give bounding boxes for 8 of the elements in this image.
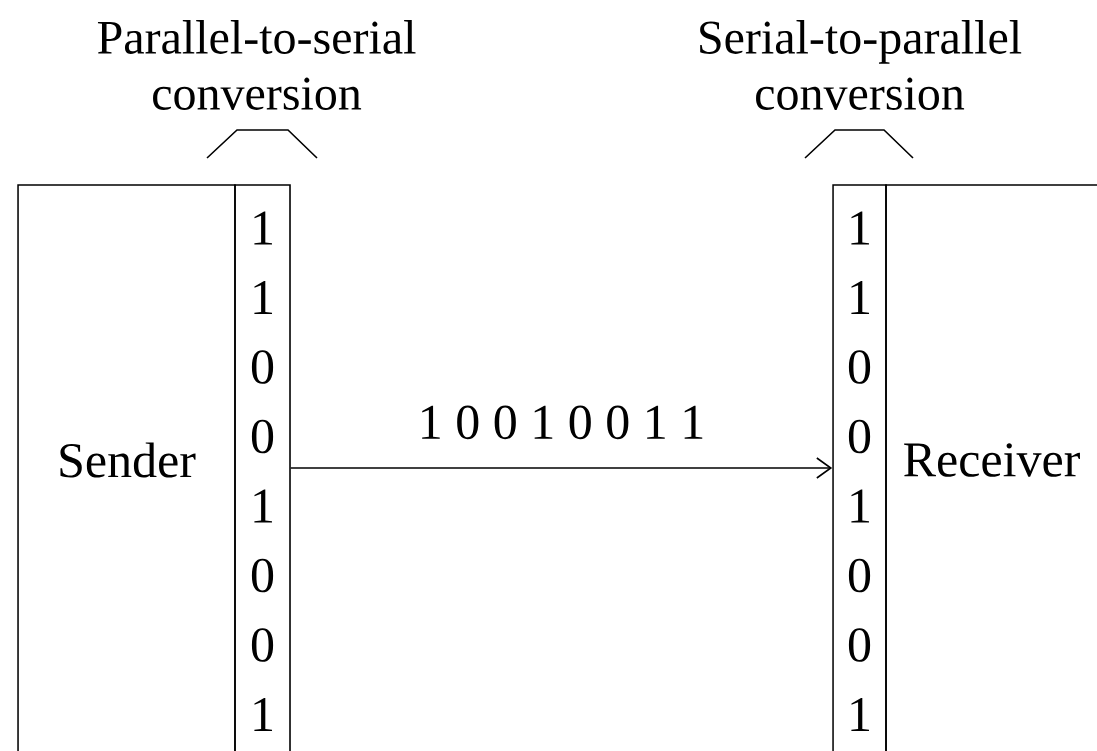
- node-label: Serial-to-parallel conversion: [700, 20, 1022, 110]
- register-column: 1 1 0 0 1 0 0 1: [234, 184, 291, 751]
- arrow: [290, 457, 833, 479]
- register-column: 1 1 0 0 1 0 0 1: [832, 184, 887, 751]
- device-box: Receiver: [885, 184, 1097, 751]
- edge-label: 1 0 0 1 0 0 1 1: [422, 405, 703, 440]
- node-label: Parallel-to-serial conversion: [97, 20, 416, 110]
- device-box: Sender: [17, 184, 236, 751]
